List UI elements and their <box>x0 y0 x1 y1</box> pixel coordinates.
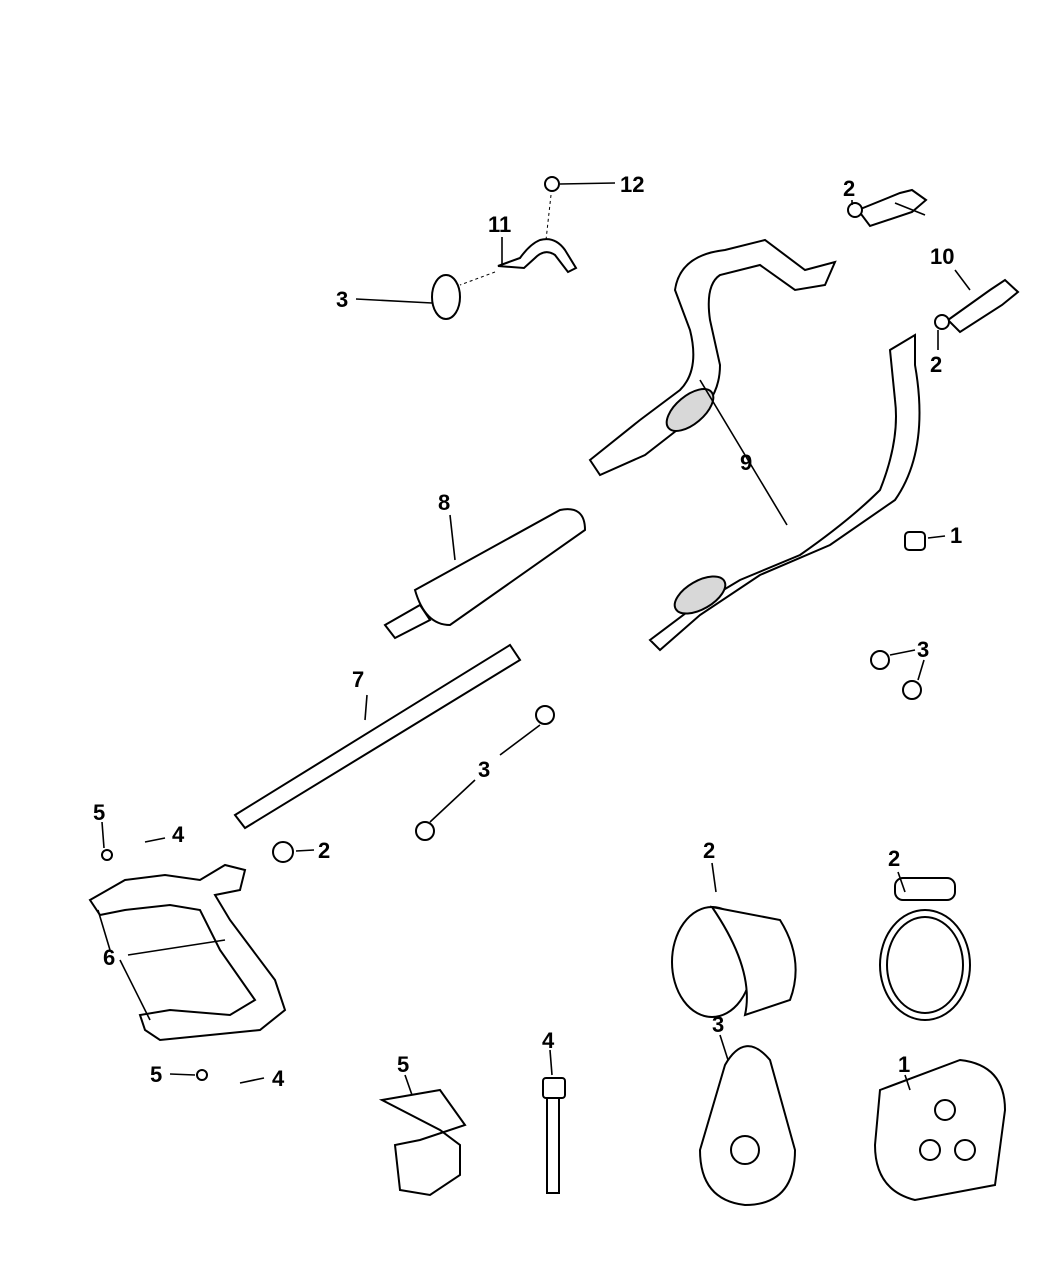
callout-5: 5 <box>150 1062 162 1087</box>
isolator-1-small <box>904 531 946 551</box>
clamp-2-upper <box>847 200 863 218</box>
clamp-2-mid <box>272 841 315 863</box>
callout-3: 3 <box>712 1012 724 1037</box>
stud-4-lower <box>239 1077 265 1084</box>
callout-2: 2 <box>843 176 855 201</box>
catalytic-converter-6 <box>88 863 287 1042</box>
rear-exhaust-pipe-9 <box>588 238 921 652</box>
isolator-3-detail <box>698 1034 797 1207</box>
exhaust-tips-10 <box>856 188 1020 334</box>
callout-3: 3 <box>478 757 490 782</box>
callout-2: 2 <box>888 846 900 871</box>
hose-clamp-2-detail <box>879 871 971 1021</box>
callout-4: 4 <box>542 1028 555 1053</box>
callout-5: 5 <box>397 1052 409 1077</box>
callout-9: 9 <box>740 450 752 475</box>
callout-1: 1 <box>950 523 962 548</box>
callout-5: 5 <box>93 800 105 825</box>
isolator-3-right <box>870 649 925 700</box>
callout-7: 7 <box>352 667 364 692</box>
isolator-3-mid <box>415 705 555 841</box>
callout-11: 11 <box>488 212 511 237</box>
bolt-12 <box>544 176 616 241</box>
callout-10: 10 <box>930 244 954 269</box>
callout-4: 4 <box>272 1066 285 1091</box>
nut-5-lower <box>169 1069 208 1081</box>
nut-5-detail <box>378 1074 467 1197</box>
callout-3: 3 <box>336 287 348 312</box>
muffler-8 <box>383 508 587 640</box>
callout-1: 1 <box>898 1052 910 1077</box>
callout-6: 6 <box>103 945 115 970</box>
callout-4: 4 <box>172 822 185 847</box>
callout-2: 2 <box>703 838 715 863</box>
isolator-3-top <box>355 274 461 320</box>
band-clamp-2-detail <box>671 862 797 1018</box>
bolt-4-detail <box>542 1049 566 1194</box>
stud-4-upper <box>144 837 166 843</box>
callout-8: 8 <box>438 490 450 515</box>
callout-2: 2 <box>318 838 330 863</box>
intermediate-pipe-7 <box>233 643 522 830</box>
callout-12: 12 <box>620 172 644 197</box>
hanger-bracket-11 <box>459 237 578 286</box>
nut-5-upper <box>101 821 113 861</box>
isolator-1-detail <box>873 1058 1007 1202</box>
callout-2: 2 <box>930 352 942 377</box>
clamp-2-lower <box>934 314 950 350</box>
callout-3: 3 <box>917 637 929 662</box>
